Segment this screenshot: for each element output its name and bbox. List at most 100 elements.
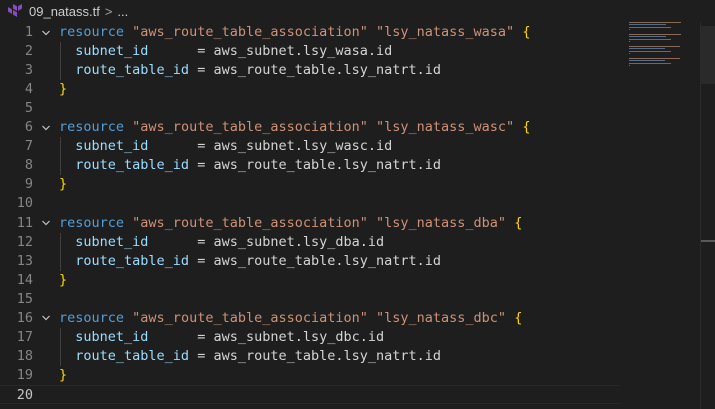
code-line[interactable]: 12 subnet_id = aws_subnet.lsy_dba.id — [0, 233, 620, 252]
vertical-scrollbar[interactable] — [700, 22, 715, 409]
code-token: { — [522, 119, 531, 136]
code-token: aws_subnet.lsy_dbc.id — [213, 328, 385, 345]
indent-guide — [60, 42, 61, 81]
line-number: 7 — [24, 138, 33, 155]
code-token — [59, 157, 75, 173]
code-token — [124, 310, 132, 326]
code-token: resource — [59, 119, 125, 136]
code-token — [124, 119, 132, 135]
code-line[interactable]: 18 route_table_id = aws_route_table.lsy_… — [0, 347, 620, 366]
code-line[interactable]: 16 resource "aws_route_table_association"… — [0, 309, 620, 328]
code-line[interactable]: 4} — [0, 80, 620, 99]
code-line[interactable]: 5 — [0, 99, 620, 118]
chevron-down-icon[interactable] — [38, 118, 54, 137]
code-token: resource — [59, 309, 125, 326]
code-token: "aws_route_table_association" — [132, 24, 368, 40]
code-token: "aws_route_table_association" — [132, 214, 368, 231]
minimap-line — [629, 38, 672, 40]
minimap-line — [629, 29, 630, 31]
line-number: 5 — [24, 100, 33, 117]
code-token: { — [522, 24, 531, 40]
code-line[interactable]: 17 subnet_id = aws_subnet.lsy_dbc.id — [0, 328, 620, 347]
code-token: { — [514, 309, 523, 326]
code-token: route_table_id — [75, 347, 190, 364]
code-token: "aws_route_table_association" — [132, 309, 368, 326]
code-line[interactable]: 15 — [0, 290, 620, 309]
code-token — [124, 215, 132, 231]
code-text: subnet_id = aws_subnet.lsy_wasc.id — [59, 137, 392, 156]
code-editor[interactable]: 1 resource "aws_route_table_association" … — [0, 22, 715, 409]
minimap-line — [629, 50, 672, 52]
code-token — [59, 234, 75, 250]
code-text: resource "aws_route_table_association" "… — [59, 23, 530, 42]
chevron-down-icon[interactable] — [38, 214, 54, 233]
line-number: 10 — [16, 195, 33, 212]
minimap-line — [629, 60, 665, 62]
code-line[interactable]: 8 route_table_id = aws_route_table.lsy_n… — [0, 156, 620, 175]
code-token — [368, 119, 376, 135]
chevron-down-icon[interactable] — [38, 23, 54, 42]
code-line[interactable]: 20 — [0, 384, 620, 404]
code-token: aws_route_table.lsy_natrt.id — [213, 62, 442, 79]
line-number: 18 — [16, 347, 33, 364]
code-line[interactable]: 13 route_table_id = aws_route_table.lsy_… — [0, 252, 620, 271]
code-text: subnet_id = aws_subnet.lsy_dba.id — [59, 233, 384, 252]
code-token: "lsy_natass_wasc" — [376, 119, 515, 136]
line-number: 11 — [16, 214, 33, 231]
terraform-icon — [8, 3, 24, 19]
line-number: 8 — [24, 157, 33, 174]
code-token: = — [148, 138, 214, 155]
code-token: "lsy_natass_dbc" — [376, 309, 507, 326]
breadcrumb-more[interactable]: ... — [117, 3, 129, 19]
code-token: } — [59, 81, 68, 98]
code-line[interactable]: 14} — [0, 271, 620, 290]
indent-guide — [60, 232, 61, 271]
code-token: aws_subnet.lsy_wasc.id — [213, 138, 393, 155]
minimap-line — [629, 26, 672, 28]
code-text: route_table_id = aws_route_table.lsy_nat… — [59, 156, 441, 175]
code-token: resource — [59, 24, 125, 40]
code-line[interactable]: 3 route_table_id = aws_route_table.lsy_n… — [0, 61, 620, 80]
line-number: 16 — [16, 309, 33, 326]
code-token — [59, 348, 75, 364]
code-token — [368, 24, 376, 40]
code-token — [368, 215, 376, 231]
code-token — [59, 138, 75, 154]
code-token: = — [189, 157, 214, 174]
minimap-line — [629, 53, 630, 55]
code-token — [368, 310, 376, 326]
code-token — [59, 62, 75, 78]
code-text: route_table_id = aws_route_table.lsy_nat… — [59, 347, 441, 366]
scrollbar-thumb[interactable] — [701, 26, 715, 84]
line-number: 4 — [24, 81, 33, 98]
code-line[interactable]: 1 resource "aws_route_table_association" … — [0, 23, 620, 42]
indent-guide — [60, 137, 61, 176]
code-token: aws_route_table.lsy_natrt.id — [213, 347, 442, 364]
code-token: aws_route_table.lsy_natrt.id — [213, 252, 442, 269]
code-line[interactable]: 9} — [0, 175, 620, 194]
breadcrumb-file[interactable]: 09_natass.tf — [29, 3, 100, 19]
chevron-down-icon[interactable] — [38, 309, 54, 328]
code-token: } — [59, 176, 68, 193]
minimap-line — [629, 46, 681, 47]
line-number: 1 — [24, 24, 33, 40]
code-line[interactable]: 10 — [0, 194, 620, 213]
minimap-line — [629, 65, 630, 67]
code-text: } — [59, 175, 67, 194]
minimap-line — [629, 48, 665, 50]
code-token: aws_route_table.lsy_natrt.id — [213, 157, 442, 174]
code-line[interactable]: 2 subnet_id = aws_subnet.lsy_wasa.id — [0, 42, 620, 61]
code-token: "aws_route_table_association" — [132, 119, 368, 136]
code-line[interactable]: 7 subnet_id = aws_subnet.lsy_wasc.id — [0, 137, 620, 156]
line-number: 14 — [16, 271, 33, 288]
code-text: } — [59, 80, 67, 99]
code-line[interactable]: 19} — [0, 366, 620, 385]
code-text: route_table_id = aws_route_table.lsy_nat… — [59, 61, 441, 80]
minimap-line — [629, 22, 682, 23]
minimap[interactable] — [626, 22, 700, 82]
code-text: resource "aws_route_table_association" "… — [59, 309, 522, 328]
line-number: 13 — [16, 252, 33, 269]
minimap-line — [629, 41, 630, 43]
